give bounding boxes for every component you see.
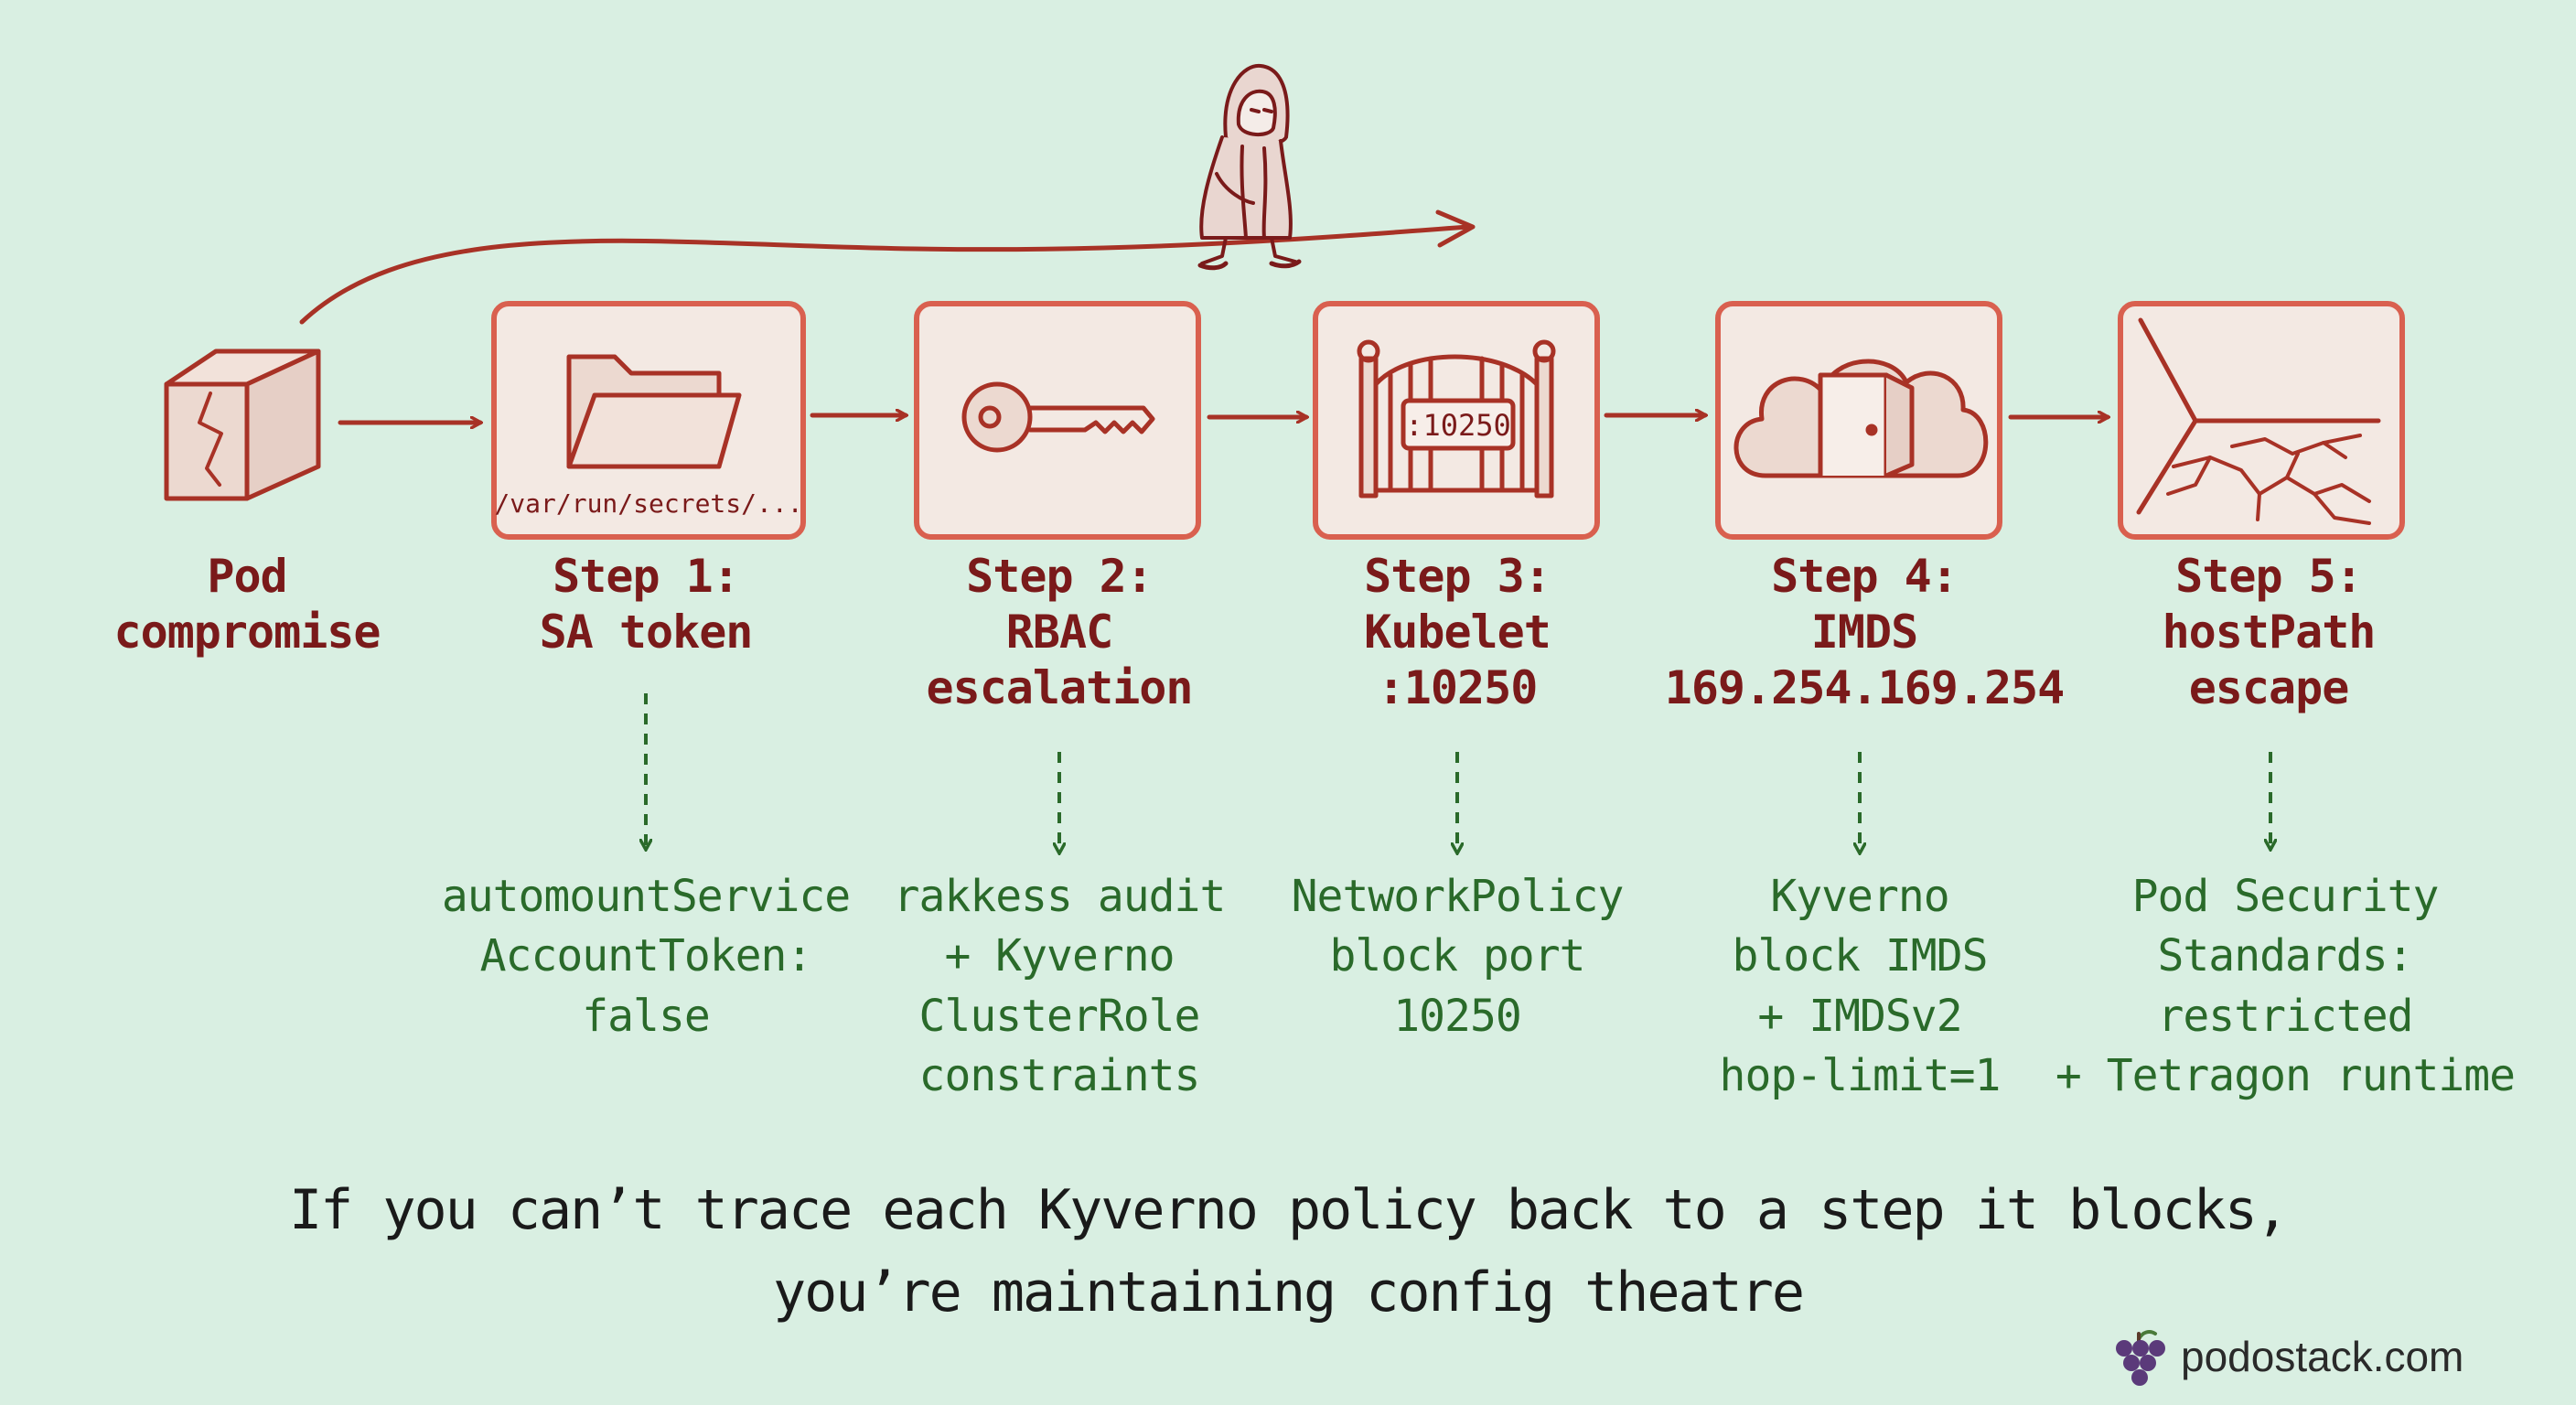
cracked-cube-icon <box>164 349 321 501</box>
key-icon <box>961 381 1155 453</box>
step2-label: Step 2: RBAC escalation <box>926 550 1193 714</box>
cracked-floor-icon <box>2136 317 2381 525</box>
bypass-arc <box>299 224 1471 325</box>
step4-label: Step 4: IMDS 169.254.169.254 <box>1664 550 2066 714</box>
step3-defense: NetworkPolicy block port 10250 <box>1291 871 1625 1042</box>
gate-icon <box>1357 339 1556 499</box>
caption-line-2: you’re maintaining config theatre <box>772 1260 1805 1325</box>
step4-defense: Kyverno block IMDS + IMDSv2 hop-limit=1 <box>1719 871 2002 1101</box>
caption-line-1: If you can’t trace each Kyverno policy b… <box>289 1178 2289 1242</box>
step1-defense: automountService AccountToken: false <box>441 871 851 1042</box>
step3-port-label: :10250 <box>1405 408 1511 443</box>
step1-box-text: /var/run/secrets/... <box>494 488 802 519</box>
step3-label: Step 3: Kubelet :10250 <box>1364 550 1551 714</box>
brand-text[interactable]: podostack.com <box>2181 1333 2464 1380</box>
start-label: Pod compromise <box>113 550 381 659</box>
bypass-arrowhead <box>1435 209 1476 248</box>
grapes-icon <box>2116 1330 2165 1386</box>
step5-label: Step 5: hostPath escape <box>2162 550 2377 714</box>
cloud-door-icon <box>1733 359 1989 478</box>
step2-defense: rakkess audit + Kyverno ClusterRole cons… <box>893 871 1227 1101</box>
step2-box <box>914 301 1201 540</box>
hooded-attacker-icon <box>1197 63 1302 271</box>
brand: podostack.com <box>2111 1326 2463 1387</box>
folder-icon <box>566 354 742 469</box>
caption: If you can’t trace each Kyverno policy b… <box>0 1169 2576 1334</box>
step5-defense: Pod Security Standards: restricted + Tet… <box>2055 871 2516 1101</box>
step1-label: Step 1: SA token <box>539 550 754 659</box>
